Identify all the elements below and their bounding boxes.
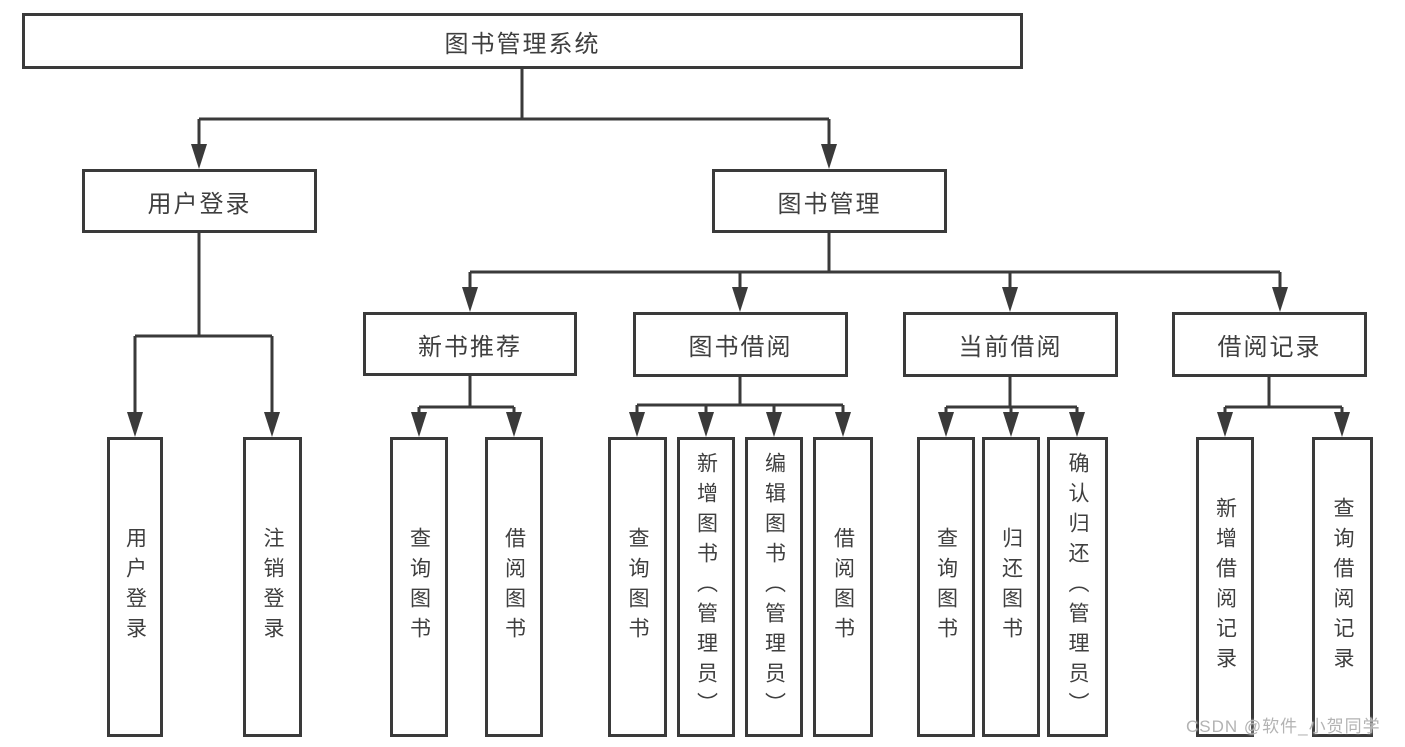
node-label: 归还图书 [999, 527, 1023, 647]
node-label: 用户登录 [123, 527, 147, 647]
arrowhead [506, 412, 522, 437]
connector-borrow-records-children [1217, 377, 1350, 437]
node-label: 查询图书 [407, 527, 431, 647]
leaf-query-books-current: 查询图书 [917, 437, 975, 737]
node-label: 新书推荐 [418, 333, 522, 361]
connector-book-borrow-children [629, 377, 851, 437]
connector-new-book-children [411, 376, 522, 437]
node-label: 查询图书 [934, 527, 958, 647]
arrowhead [1003, 412, 1019, 437]
node-current-borrowing: 当前借阅 [903, 312, 1118, 377]
leaf-logout: 注销登录 [243, 437, 302, 737]
node-root-system: 图书管理系统 [22, 13, 1023, 69]
arrowhead [1334, 412, 1350, 437]
leaf-confirm-return-admin: 确认归还（管理员） [1047, 437, 1108, 737]
arrowhead [629, 412, 645, 437]
arrowhead [191, 144, 207, 169]
leaf-add-borrow-record: 新增借阅记录 [1196, 437, 1254, 737]
node-label: 确认归还（管理员） [1066, 452, 1090, 722]
node-label: 用户登录 [147, 190, 252, 218]
node-label: 借阅图书 [502, 527, 526, 647]
node-label: 图书借阅 [688, 334, 793, 361]
arrowhead [411, 412, 427, 437]
leaf-query-books-borrowing: 查询图书 [608, 437, 667, 737]
node-label: 注销登录 [261, 527, 285, 647]
node-user-login: 用户登录 [82, 169, 317, 233]
node-label: 当前借阅 [958, 334, 1063, 361]
arrowhead [698, 412, 714, 437]
node-label: 编辑图书（管理员） [762, 452, 786, 722]
arrowhead [462, 287, 478, 312]
arrowhead [1002, 287, 1018, 312]
node-label: 查询图书 [626, 527, 650, 647]
leaf-borrow-books: 借阅图书 [813, 437, 873, 737]
arrowhead [766, 412, 782, 437]
leaf-borrow-books-recommend: 借阅图书 [485, 437, 543, 737]
leaf-return-books: 归还图书 [982, 437, 1040, 737]
leaf-add-books-admin: 新增图书（管理员） [677, 437, 735, 737]
arrowhead [1217, 412, 1233, 437]
node-label: 新增借阅记录 [1213, 497, 1237, 677]
arrowhead [938, 412, 954, 437]
arrowhead [835, 412, 851, 437]
node-label: 借阅图书 [831, 527, 855, 647]
arrowhead [264, 412, 280, 437]
node-label: 图书管理 [777, 190, 882, 218]
connector-root-to-level2 [191, 69, 837, 169]
node-label: 新增图书（管理员） [694, 452, 718, 722]
node-label: 查询借阅记录 [1331, 497, 1355, 677]
connector-current-borrow-children [938, 377, 1085, 437]
leaf-user-login: 用户登录 [107, 437, 163, 737]
connector-book-mgmt-children [462, 233, 1288, 312]
node-label: 图书管理系统 [444, 30, 601, 58]
arrowhead [732, 287, 748, 312]
leaf-edit-books-admin: 编辑图书（管理员） [745, 437, 803, 737]
arrowhead [1069, 412, 1085, 437]
csdn-watermark: CSDN @软件_小贺同学 [1186, 717, 1381, 736]
node-label: 借阅记录 [1217, 334, 1322, 361]
leaf-query-books-recommend: 查询图书 [390, 437, 448, 737]
node-book-borrowing: 图书借阅 [633, 312, 848, 377]
arrowhead [821, 144, 837, 169]
leaf-query-borrow-record: 查询借阅记录 [1312, 437, 1373, 737]
connector-user-login-children [127, 233, 280, 437]
node-borrow-records: 借阅记录 [1172, 312, 1367, 377]
arrowhead [127, 412, 143, 437]
node-book-management: 图书管理 [712, 169, 947, 233]
node-new-book-recommend: 新书推荐 [363, 312, 577, 376]
arrowhead [1272, 287, 1288, 312]
